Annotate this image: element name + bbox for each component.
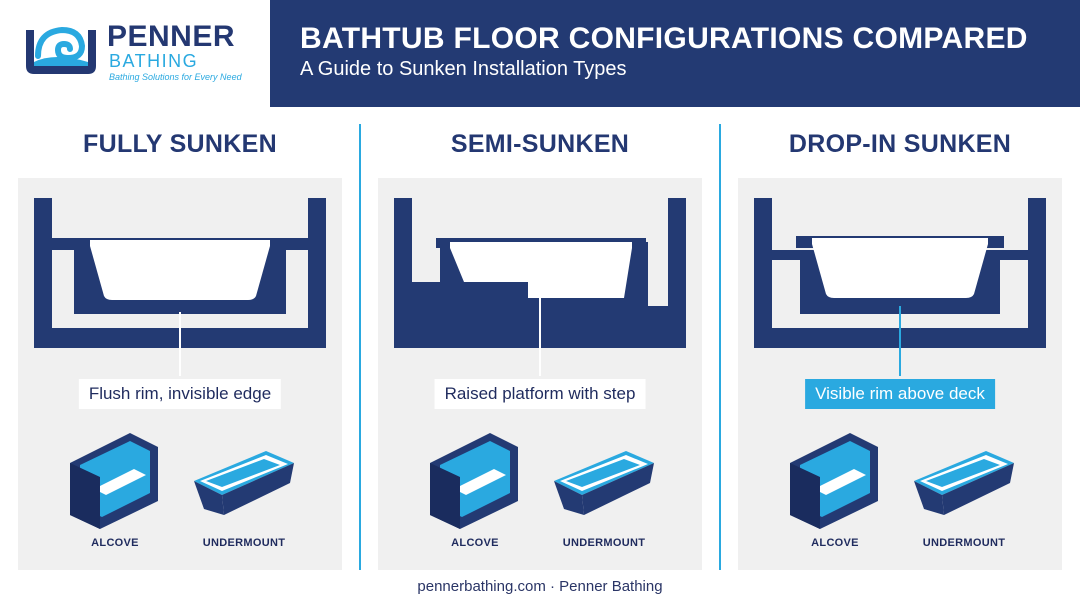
panel-fully-sunken bbox=[18, 178, 342, 570]
page-title: BATHTUB FLOOR CONFIGURATIONS COMPARED bbox=[300, 22, 1028, 55]
callout-drop-in-sunken: Visible rim above deck bbox=[805, 379, 995, 409]
panel-drop-in-sunken bbox=[738, 178, 1062, 570]
alcove-tub-icon bbox=[430, 433, 518, 529]
callout-fully-sunken: Flush rim, invisible edge bbox=[78, 379, 282, 409]
semi-sunken-diagram bbox=[394, 198, 686, 529]
column-divider bbox=[719, 124, 721, 570]
header-banner: BATHTUB FLOOR CONFIGURATIONS COMPARED A … bbox=[270, 0, 1080, 107]
alcove-tub-icon bbox=[70, 433, 158, 529]
footer-credit: pennerbathing.com · Penner Bathing bbox=[417, 578, 663, 595]
page-subtitle: A Guide to Sunken Installation Types bbox=[300, 58, 627, 80]
panel-semi-sunken bbox=[378, 178, 702, 570]
thumb-label-undermount: UNDERMOUNT bbox=[202, 537, 286, 549]
thumb-label-alcove: ALCOVE bbox=[811, 537, 859, 549]
thumb-label-alcove: ALCOVE bbox=[451, 537, 499, 549]
drop-in-sunken-diagram bbox=[754, 198, 1046, 529]
wave-logo-icon bbox=[26, 26, 96, 74]
thumb-label-undermount: UNDERMOUNT bbox=[922, 537, 1006, 549]
thumb-label-alcove: ALCOVE bbox=[91, 537, 139, 549]
alcove-tub-icon bbox=[790, 433, 878, 529]
brand-name: PENNER bbox=[107, 20, 236, 53]
undermount-tub-icon bbox=[194, 451, 294, 515]
column-title-fully-sunken: FULLY SUNKEN bbox=[83, 130, 277, 158]
callout-semi-sunken: Raised platform with step bbox=[434, 379, 646, 409]
fully-sunken-diagram bbox=[34, 198, 326, 529]
brand-logo: PENNER BATHING Bathing Solutions for Eve… bbox=[0, 0, 270, 107]
column-title-semi-sunken: SEMI-SUNKEN bbox=[450, 130, 630, 158]
thumb-label-undermount: UNDERMOUNT bbox=[562, 537, 646, 549]
undermount-tub-icon bbox=[554, 451, 654, 515]
column-title-drop-in-sunken: DROP-IN SUNKEN bbox=[788, 130, 1012, 158]
column-divider bbox=[359, 124, 361, 570]
brand-tagline: Bathing Solutions for Every Need bbox=[109, 72, 242, 82]
undermount-tub-icon bbox=[914, 451, 1014, 515]
brand-sub: BATHING bbox=[109, 51, 199, 71]
